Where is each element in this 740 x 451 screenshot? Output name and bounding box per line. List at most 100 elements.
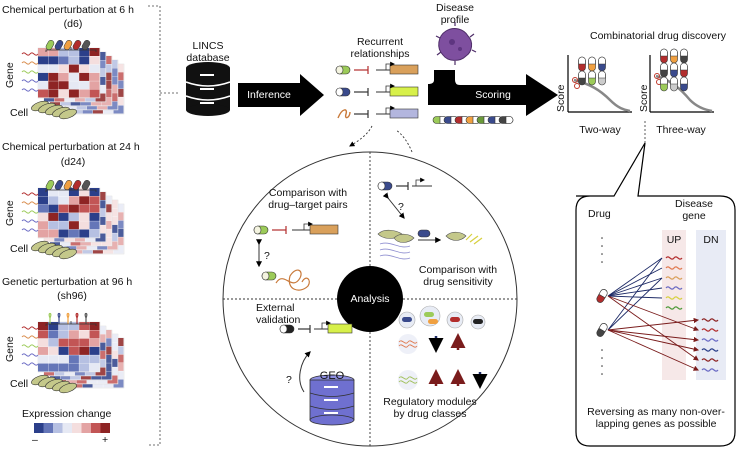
heatmap-cell [48,330,59,339]
drug-pill [596,289,608,303]
up-gene-wave [665,266,683,270]
heatmap-cell [89,64,100,73]
heatmap-cell [107,93,118,102]
dashed-arrow-to-analysis [349,125,373,147]
heatmap-cell [107,334,118,342]
heatmap-cell [68,56,79,65]
heatmap-cell [79,81,90,90]
ellipsis-dot [601,365,603,367]
heatmap-cell [58,221,69,230]
heatmap-cell [48,338,59,347]
q2-drug-sensitivity-icons [377,177,483,260]
heatmap-cell [38,346,48,355]
heatmap-cell [95,326,106,334]
heatmap-cell [101,89,112,98]
two-way-plot [567,55,632,113]
analysis-wheel [222,151,518,447]
q3-question: ? [286,374,292,386]
heatmap-cell [58,229,69,238]
heatmap-cell [95,334,106,343]
heatmap-cell [68,221,79,230]
gene-profile-wave [21,79,39,83]
heatmap-cell [48,363,59,372]
up-gene-wave [665,306,683,310]
heatmap-cell [68,363,79,372]
heatmap-cell [79,48,90,56]
heatmap-cell [95,233,106,242]
two-way-label: Two-way [579,124,621,136]
gene-profile-wave [21,362,39,366]
pill-cap [505,116,514,124]
q1-drug-target-icons [253,221,339,291]
drug-pill [45,40,55,50]
heatmap-cell [79,363,90,372]
heatmap-cell [38,363,48,372]
q2-label: Comparison with drug sensitivity [418,264,498,288]
heatmap-cell [79,346,90,355]
heatmap-cell [95,93,106,102]
colorbar-swatch [100,423,110,433]
callout-up-label: UP [666,234,682,246]
drug-pill [45,180,55,190]
legend-title: Expression change [22,408,112,420]
dn-gene-wave [701,328,719,332]
heatmap-cell [48,346,59,355]
ellipsis-dot [601,245,603,247]
heatmap-cell [107,101,118,110]
heatmap-cell [89,72,100,81]
heatmap-cell [89,196,100,205]
heatmap-cell [113,220,124,229]
pill-cap [670,48,678,57]
heatmap-cell [101,229,112,238]
drug-pill [598,70,606,86]
heatmap-cell [79,212,90,221]
heatmap-cell [107,241,118,250]
gene-profile-wave [21,192,39,196]
recurrent-label: Recurrent relationships [350,36,410,60]
heatmap-cell [113,379,124,388]
ellipsis-dot [601,237,603,239]
heatmap-cell [107,350,118,359]
inhibit-edge [607,287,663,297]
heatmap-cell [58,81,69,90]
callout-network [596,237,719,375]
heatmap-cell [38,89,48,98]
heatmap-cell [107,358,118,367]
heatmap-cell [38,212,48,221]
heatmap-cell [38,48,48,56]
gene-profile-wave [21,61,39,65]
colorbar-swatch [43,423,53,433]
heatmap-cell [48,212,59,221]
heatmap-cell [68,322,79,330]
pill-cap [680,62,688,71]
pill-cap [680,76,688,85]
section2-cell: Cell [10,243,29,255]
heatmap-cell [107,76,118,85]
pill-cap [598,70,606,79]
disease-profile-icon [435,22,477,65]
callout-drug-label: Drug [588,208,611,220]
pill-cap [578,70,586,79]
analysis-center [337,266,403,332]
heatmap-cell [58,48,69,56]
heatmap-cell [38,229,48,238]
gene-profile-wave [21,353,39,357]
heatmap-cell [48,221,59,230]
heatmap-cell [38,355,48,364]
pill-cap [588,56,596,65]
cell-icon [59,108,77,120]
heatmap-cell [113,237,124,246]
section1-cell: Cell [10,107,29,119]
dn-gene-wave [701,318,719,322]
heatmap-cell [38,81,48,90]
heatmap-cell [101,204,112,213]
up-gene-wave [665,276,683,280]
heatmap-cell [79,355,90,364]
drug-pill [670,76,678,92]
cell-icon [59,382,77,394]
heatmap-cell [89,338,100,347]
heatmap-cell [101,237,112,246]
pill-cap [660,62,668,71]
heatmap-cell [58,346,69,355]
